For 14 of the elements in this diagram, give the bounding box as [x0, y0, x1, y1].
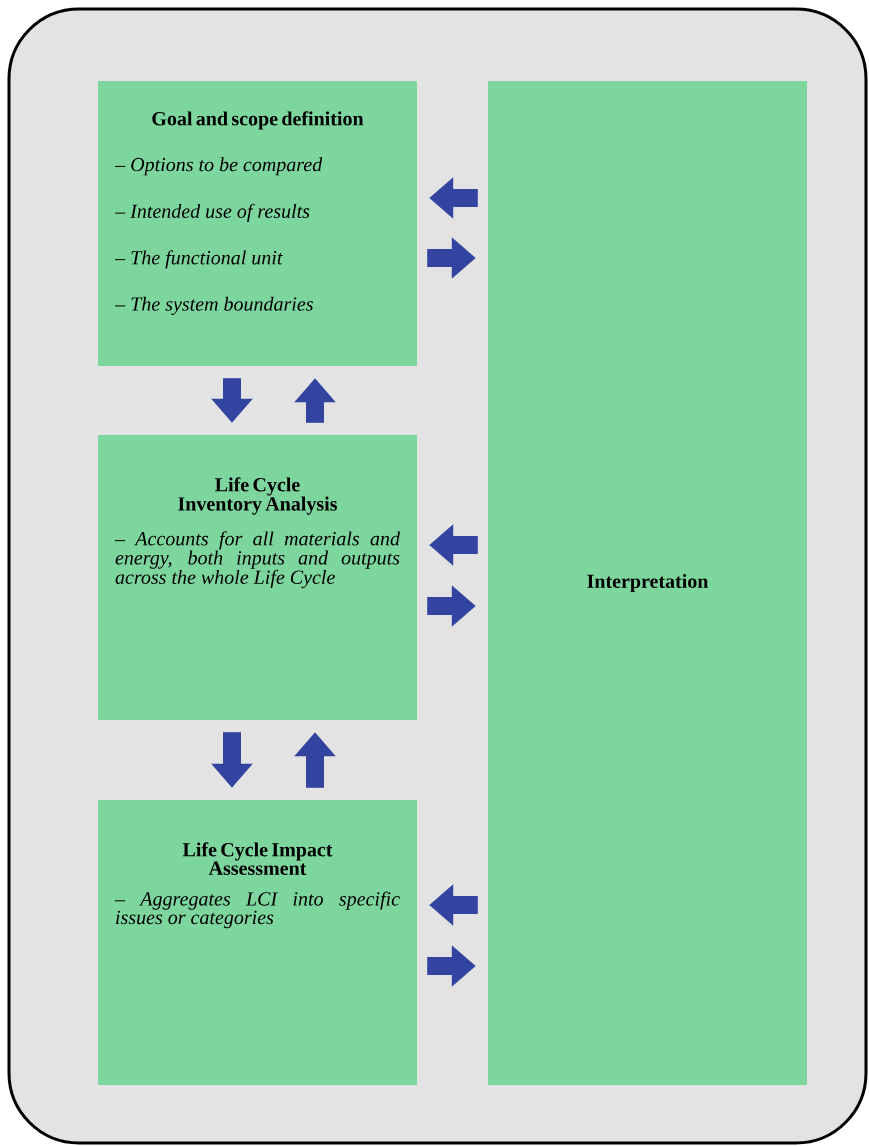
list-item: – The functional unit — [115, 250, 283, 269]
body-text: – Aggregates LCI into specific issues or categories — [114, 891, 400, 929]
heading-text: Life Cycle Impact Assessment — [182, 842, 333, 875]
heading-text: Life Cycle Inventory Analysis — [178, 477, 337, 515]
list-item: – The system boundaries — [115, 296, 313, 315]
heading-text: Interpretation — [587, 573, 709, 593]
process-box — [98, 435, 417, 720]
heading-text: Goal and scope definition — [152, 111, 364, 130]
body-text: – Accounts for all materials and energy, both inputs and outputs across the whole Life Cycle — [114, 531, 401, 589]
list-item: – Options to be compared — [115, 157, 323, 176]
list-item: – Intended use of results — [115, 203, 310, 223]
process-box — [98, 81, 417, 366]
process-box — [488, 81, 807, 1085]
process-box — [98, 800, 417, 1085]
